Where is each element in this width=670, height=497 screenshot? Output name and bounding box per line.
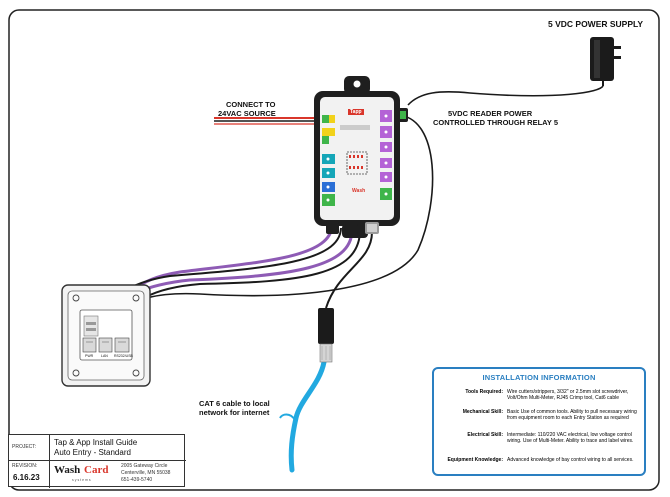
controller-brand-logo: Tapp bbox=[348, 109, 364, 115]
wire-black-2 bbox=[123, 229, 361, 321]
info-value: Intermediate: 110/220 VAC electrical, lo… bbox=[507, 432, 634, 444]
title-block: PROJECT: Tap & App Install Guide Auto En… bbox=[8, 434, 186, 488]
address-line1: 2005 Gateway Circle bbox=[121, 463, 168, 469]
source-label-line2: 24VAC SOURCE bbox=[218, 109, 276, 118]
address-line2: Centerville, MN 55038 bbox=[121, 470, 171, 476]
info-label: Electrical Skill: bbox=[467, 432, 503, 438]
cable-cat6-blue bbox=[288, 359, 327, 473]
revision-label: REVISION: bbox=[12, 463, 38, 469]
revision-value: 6.16.23 bbox=[13, 473, 40, 482]
project-title-line1: Tap & App Install Guide bbox=[54, 438, 138, 447]
info-label: Mechanical Skill: bbox=[462, 409, 503, 415]
controller-footer-logo: Wash bbox=[352, 188, 366, 194]
reader-power-label-line2: CONTROLLED THROUGH RELAY 5 bbox=[433, 118, 559, 127]
logo-word-wash: Wash bbox=[54, 464, 81, 476]
reader-power-label-line1: 5VDC READER POWER bbox=[448, 109, 533, 118]
power-supply-label: 5 VDC POWER SUPPLY bbox=[548, 19, 644, 29]
info-label: Tools Required: bbox=[465, 389, 503, 395]
washcard-logo: Wash Card s y s t e m s bbox=[54, 464, 112, 486]
controller-enclosure bbox=[314, 76, 408, 238]
info-label: Equipment Knowledge: bbox=[447, 457, 503, 463]
project-label: PROJECT: bbox=[12, 444, 37, 450]
reader-port-label-pwr: PWR bbox=[85, 354, 94, 358]
rj45-connector-icon bbox=[318, 308, 334, 363]
info-value: Basic Use of common tools. Ability to pu… bbox=[507, 409, 637, 421]
reader-port-label-rs232: RS232/USB bbox=[114, 354, 133, 358]
drawing-frame bbox=[8, 9, 660, 491]
info-value: Advanced knowledge of bay control wiring… bbox=[507, 457, 634, 463]
reader-port-label-lan: LAN bbox=[101, 354, 108, 358]
cat6-label-line1: CAT 6 cable to local bbox=[199, 399, 270, 408]
wire-network-black bbox=[325, 231, 373, 309]
wire-reader-power-black bbox=[119, 114, 434, 319]
project-title-line2: Auto Entry - Standard bbox=[54, 448, 131, 457]
cat6-label-line2: network for internet bbox=[199, 408, 270, 417]
cable-cat6-blue-tail bbox=[279, 413, 296, 421]
logo-subtitle: s y s t e m s bbox=[72, 478, 91, 482]
source-label-line1: CONNECT TO bbox=[226, 100, 276, 109]
info-value: Wire cutters/strippers, 3/32" or 2.5mm s… bbox=[507, 389, 629, 401]
address-line3: 651-439-5740 bbox=[121, 477, 153, 483]
installation-info-box: INSTALLATION INFORMATION Tools Required:… bbox=[432, 367, 646, 476]
installation-info-title: INSTALLATION INFORMATION bbox=[482, 373, 596, 382]
entry-reader-device bbox=[61, 284, 151, 387]
logo-word-card: Card bbox=[84, 464, 109, 476]
wire-5vdc-supply bbox=[407, 85, 604, 106]
power-supply-icon bbox=[590, 37, 621, 86]
